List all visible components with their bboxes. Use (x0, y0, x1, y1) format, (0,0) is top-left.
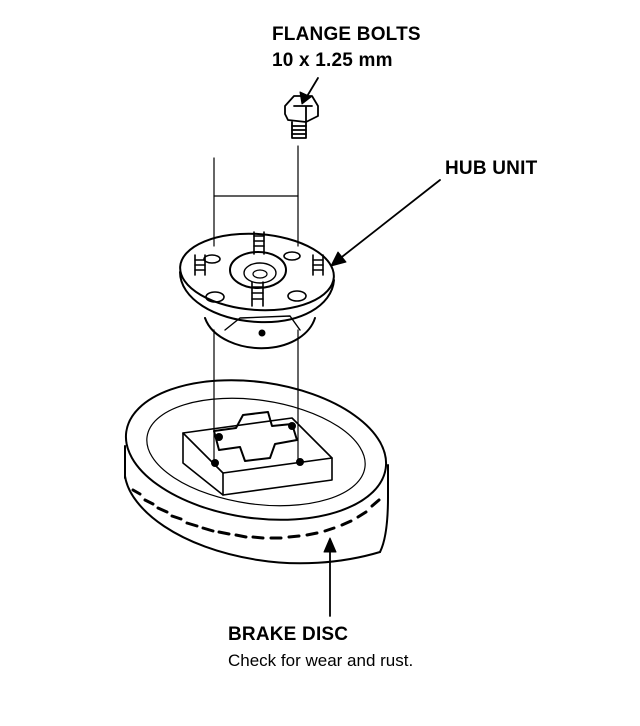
brake-disc (124, 379, 389, 565)
brake-disc-note: Check for wear and rust. (228, 651, 414, 670)
leader-arrows (299, 77, 441, 617)
flange-bolts-arrow (305, 77, 319, 99)
flange-bolts-spec: 10 x 1.25 mm (272, 50, 393, 71)
wheel-studs (194, 231, 324, 307)
hub-unit-arrow (337, 179, 441, 261)
hub-unit-label: HUB UNIT (445, 158, 538, 179)
disc-cooling-vanes (131, 488, 381, 540)
flange-bolts-label: FLANGE BOLTS (272, 24, 421, 45)
brake-disc-label: BRAKE DISC (228, 624, 349, 645)
hub-unit (179, 231, 335, 350)
alignment-lines (213, 145, 299, 461)
flange-bolt (284, 95, 319, 139)
